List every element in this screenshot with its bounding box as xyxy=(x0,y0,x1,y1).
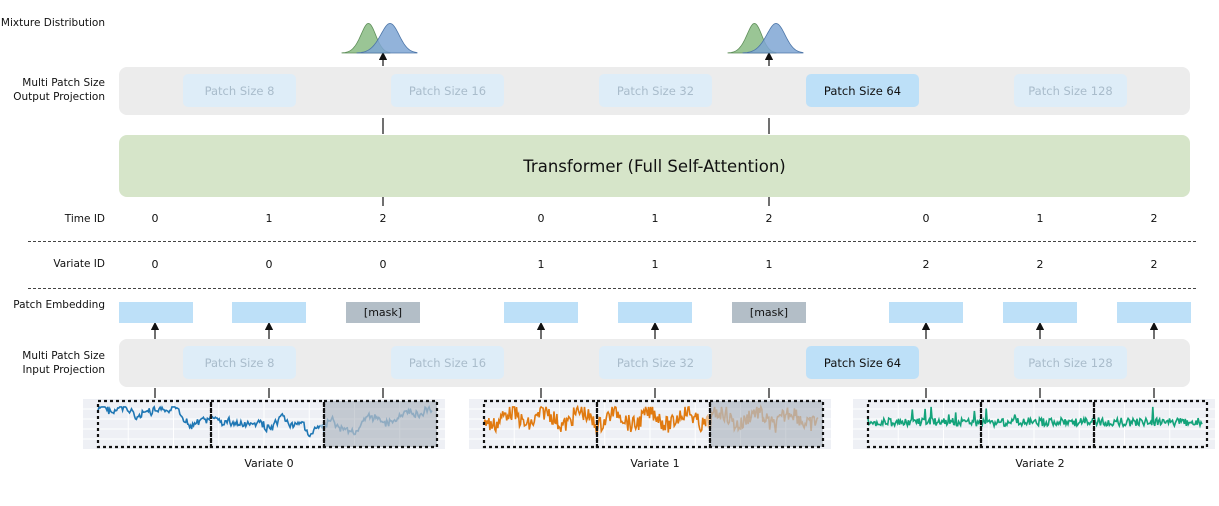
patch-boundary xyxy=(96,399,213,449)
input-patch-size-128: Patch Size 128 xyxy=(1014,346,1127,379)
time-id: 1 xyxy=(651,212,659,225)
patch-boundary xyxy=(322,399,439,449)
input-patch-size-32: Patch Size 32 xyxy=(599,346,712,379)
patch-embedding-token xyxy=(119,302,193,323)
time-id-label: Time ID xyxy=(64,213,105,225)
distribution-component-blue xyxy=(356,22,418,54)
masked-region xyxy=(710,401,823,447)
variate-id: 1 xyxy=(537,258,545,271)
patch-boundary xyxy=(708,399,825,449)
series-line xyxy=(483,404,707,435)
patch-embedding-label: Patch Embedding xyxy=(13,299,105,311)
patch-embedding-token xyxy=(504,302,578,323)
time-id: 2 xyxy=(1150,212,1158,225)
patch-embedding-token xyxy=(618,302,692,323)
divider-dashed xyxy=(28,288,1196,289)
variate-id: 2 xyxy=(1036,258,1044,271)
time-id: 2 xyxy=(379,212,387,225)
transformer-label: Transformer (Full Self-Attention) xyxy=(523,156,786,176)
variate-0-caption: Variate 0 xyxy=(244,457,294,470)
input-patch-size-64: Patch Size 64 xyxy=(806,346,919,379)
output-patch-size-16: Patch Size 16 xyxy=(391,74,504,107)
divider-dashed xyxy=(28,241,1196,242)
patch-boundary xyxy=(482,399,599,449)
input-projection-label: Multi Patch Size Input Projection xyxy=(22,350,105,376)
output-projection-panel: Patch Size 8 Patch Size 16 Patch Size 32… xyxy=(119,67,1190,115)
patch-boundary xyxy=(979,399,1096,449)
output-projection-label: Multi Patch Size Output Projection xyxy=(13,77,105,103)
mixture-distribution-label: Mixture Distribution xyxy=(0,17,105,29)
variate-id: 1 xyxy=(765,258,773,271)
variate-id-label: Variate ID xyxy=(53,258,105,270)
patch-boundary xyxy=(1092,399,1209,449)
transformer-block: Transformer (Full Self-Attention) xyxy=(119,135,1190,197)
masked-region xyxy=(324,401,437,447)
patch-embedding-token xyxy=(1003,302,1077,323)
output-patch-size-8: Patch Size 8 xyxy=(183,74,296,107)
output-patch-size-128: Patch Size 128 xyxy=(1014,74,1127,107)
variate-1-caption: Variate 1 xyxy=(630,457,680,470)
time-id: 0 xyxy=(151,212,159,225)
series-line-masked xyxy=(319,404,433,436)
time-id: 1 xyxy=(1036,212,1044,225)
patch-embedding-token xyxy=(1117,302,1191,323)
mask-label: [mask] xyxy=(363,306,403,319)
patch-boundary xyxy=(209,399,326,449)
variate-id: 2 xyxy=(1150,258,1158,271)
time-id: 0 xyxy=(537,212,545,225)
output-patch-size-64: Patch Size 64 xyxy=(806,74,919,107)
input-projection-panel: Patch Size 8 Patch Size 16 Patch Size 32… xyxy=(119,339,1190,387)
variate-id: 0 xyxy=(265,258,273,271)
time-id: 2 xyxy=(765,212,773,225)
time-id: 1 xyxy=(265,212,273,225)
mask-token: [mask] xyxy=(346,302,420,323)
patch-embedding-token xyxy=(232,302,306,323)
variate-id: 2 xyxy=(922,258,930,271)
series-line xyxy=(867,406,1203,430)
series-line-masked xyxy=(704,403,819,433)
output-patch-size-32: Patch Size 32 xyxy=(599,74,712,107)
input-patch-size-16: Patch Size 16 xyxy=(391,346,504,379)
distribution-component-blue xyxy=(742,22,804,54)
mask-token: [mask] xyxy=(732,302,806,323)
patch-boundary xyxy=(595,399,712,449)
mask-label: [mask] xyxy=(749,306,789,319)
patch-boundary xyxy=(866,399,983,449)
variate-id: 1 xyxy=(651,258,659,271)
time-id: 0 xyxy=(922,212,930,225)
series-line xyxy=(97,405,321,438)
variate-id: 0 xyxy=(151,258,159,271)
variate-id: 0 xyxy=(379,258,387,271)
variate-2-caption: Variate 2 xyxy=(1015,457,1065,470)
patch-embedding-token xyxy=(889,302,963,323)
input-patch-size-8: Patch Size 8 xyxy=(183,346,296,379)
